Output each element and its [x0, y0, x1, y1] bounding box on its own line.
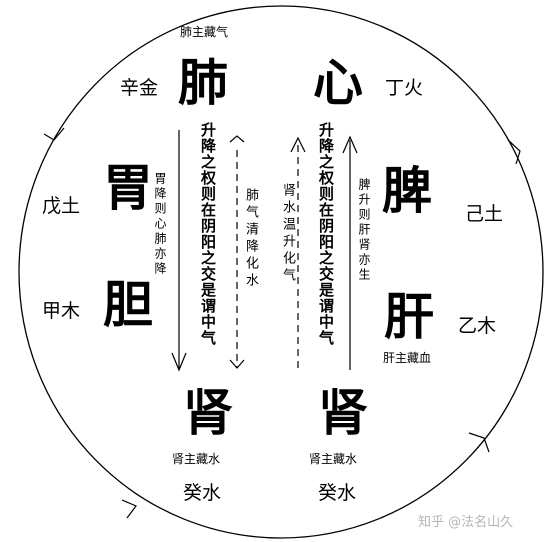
organ-gan: 肝 [384, 287, 434, 346]
element-gui-shui-left: 癸水 [183, 482, 222, 504]
organ-shen-left: 肾 [183, 383, 233, 442]
shen-zhu-cang-shui-right-label: 肾主藏水 [309, 452, 358, 466]
circle-arrow-mark [468, 432, 490, 453]
element-ji-tu: 己土 [465, 203, 504, 225]
circle-arrow-mark [507, 139, 521, 165]
element-yi-mu: 乙木 [458, 315, 497, 337]
ascend-arrow-head [342, 135, 358, 154]
organ-xin: 心 [313, 53, 363, 112]
fei-zhu-cang-qi-label: 肺主藏气 [180, 25, 229, 39]
element-jia-mu: 甲木 [42, 300, 81, 322]
organ-pi: 脾 [382, 161, 432, 220]
gan-zhu-cang-xue-label: 肝主藏血 [383, 351, 432, 365]
element-ding-huo: 丁火 [385, 77, 424, 99]
organ-fei: 肺 [178, 53, 228, 112]
wei-jiang-note: 胃降则心肺亦降 [153, 172, 167, 277]
right-axis-text: 升降之权则在阴阳之交是谓中气 [317, 122, 335, 346]
organ-dan: 胆 [103, 275, 153, 334]
fei-qi-arrow-head [229, 135, 245, 143]
shen-zhu-cang-shui-left-label: 肾主藏水 [172, 452, 221, 466]
descend-arrow-head [171, 352, 187, 372]
fei-qi-qing-jiang-text: 肺气清降化水 [243, 188, 258, 290]
element-gui-shui-right: 癸水 [318, 482, 357, 504]
shen-shui-wen-sheng-text: 肾水温升化气 [280, 183, 295, 285]
circle-arrow-mark [121, 499, 137, 519]
organ-shen-right: 肾 [318, 383, 368, 442]
fei-qi-arrow-head [229, 359, 245, 369]
shen-shui-arrow-head [290, 136, 306, 153]
organ-wei: 胃 [103, 158, 153, 217]
pi-sheng-note: 脾升则肝肾亦生 [357, 178, 371, 283]
left-axis-text: 升降之权则在阴阳之交是谓中气 [199, 122, 217, 346]
outer-circle [18, 5, 544, 539]
element-wu-tu: 戊土 [42, 195, 81, 217]
element-xin-jin: 辛金 [120, 77, 159, 99]
circle-arrow-mark [43, 127, 65, 141]
watermark: 知乎 @法名山久 [418, 515, 514, 530]
